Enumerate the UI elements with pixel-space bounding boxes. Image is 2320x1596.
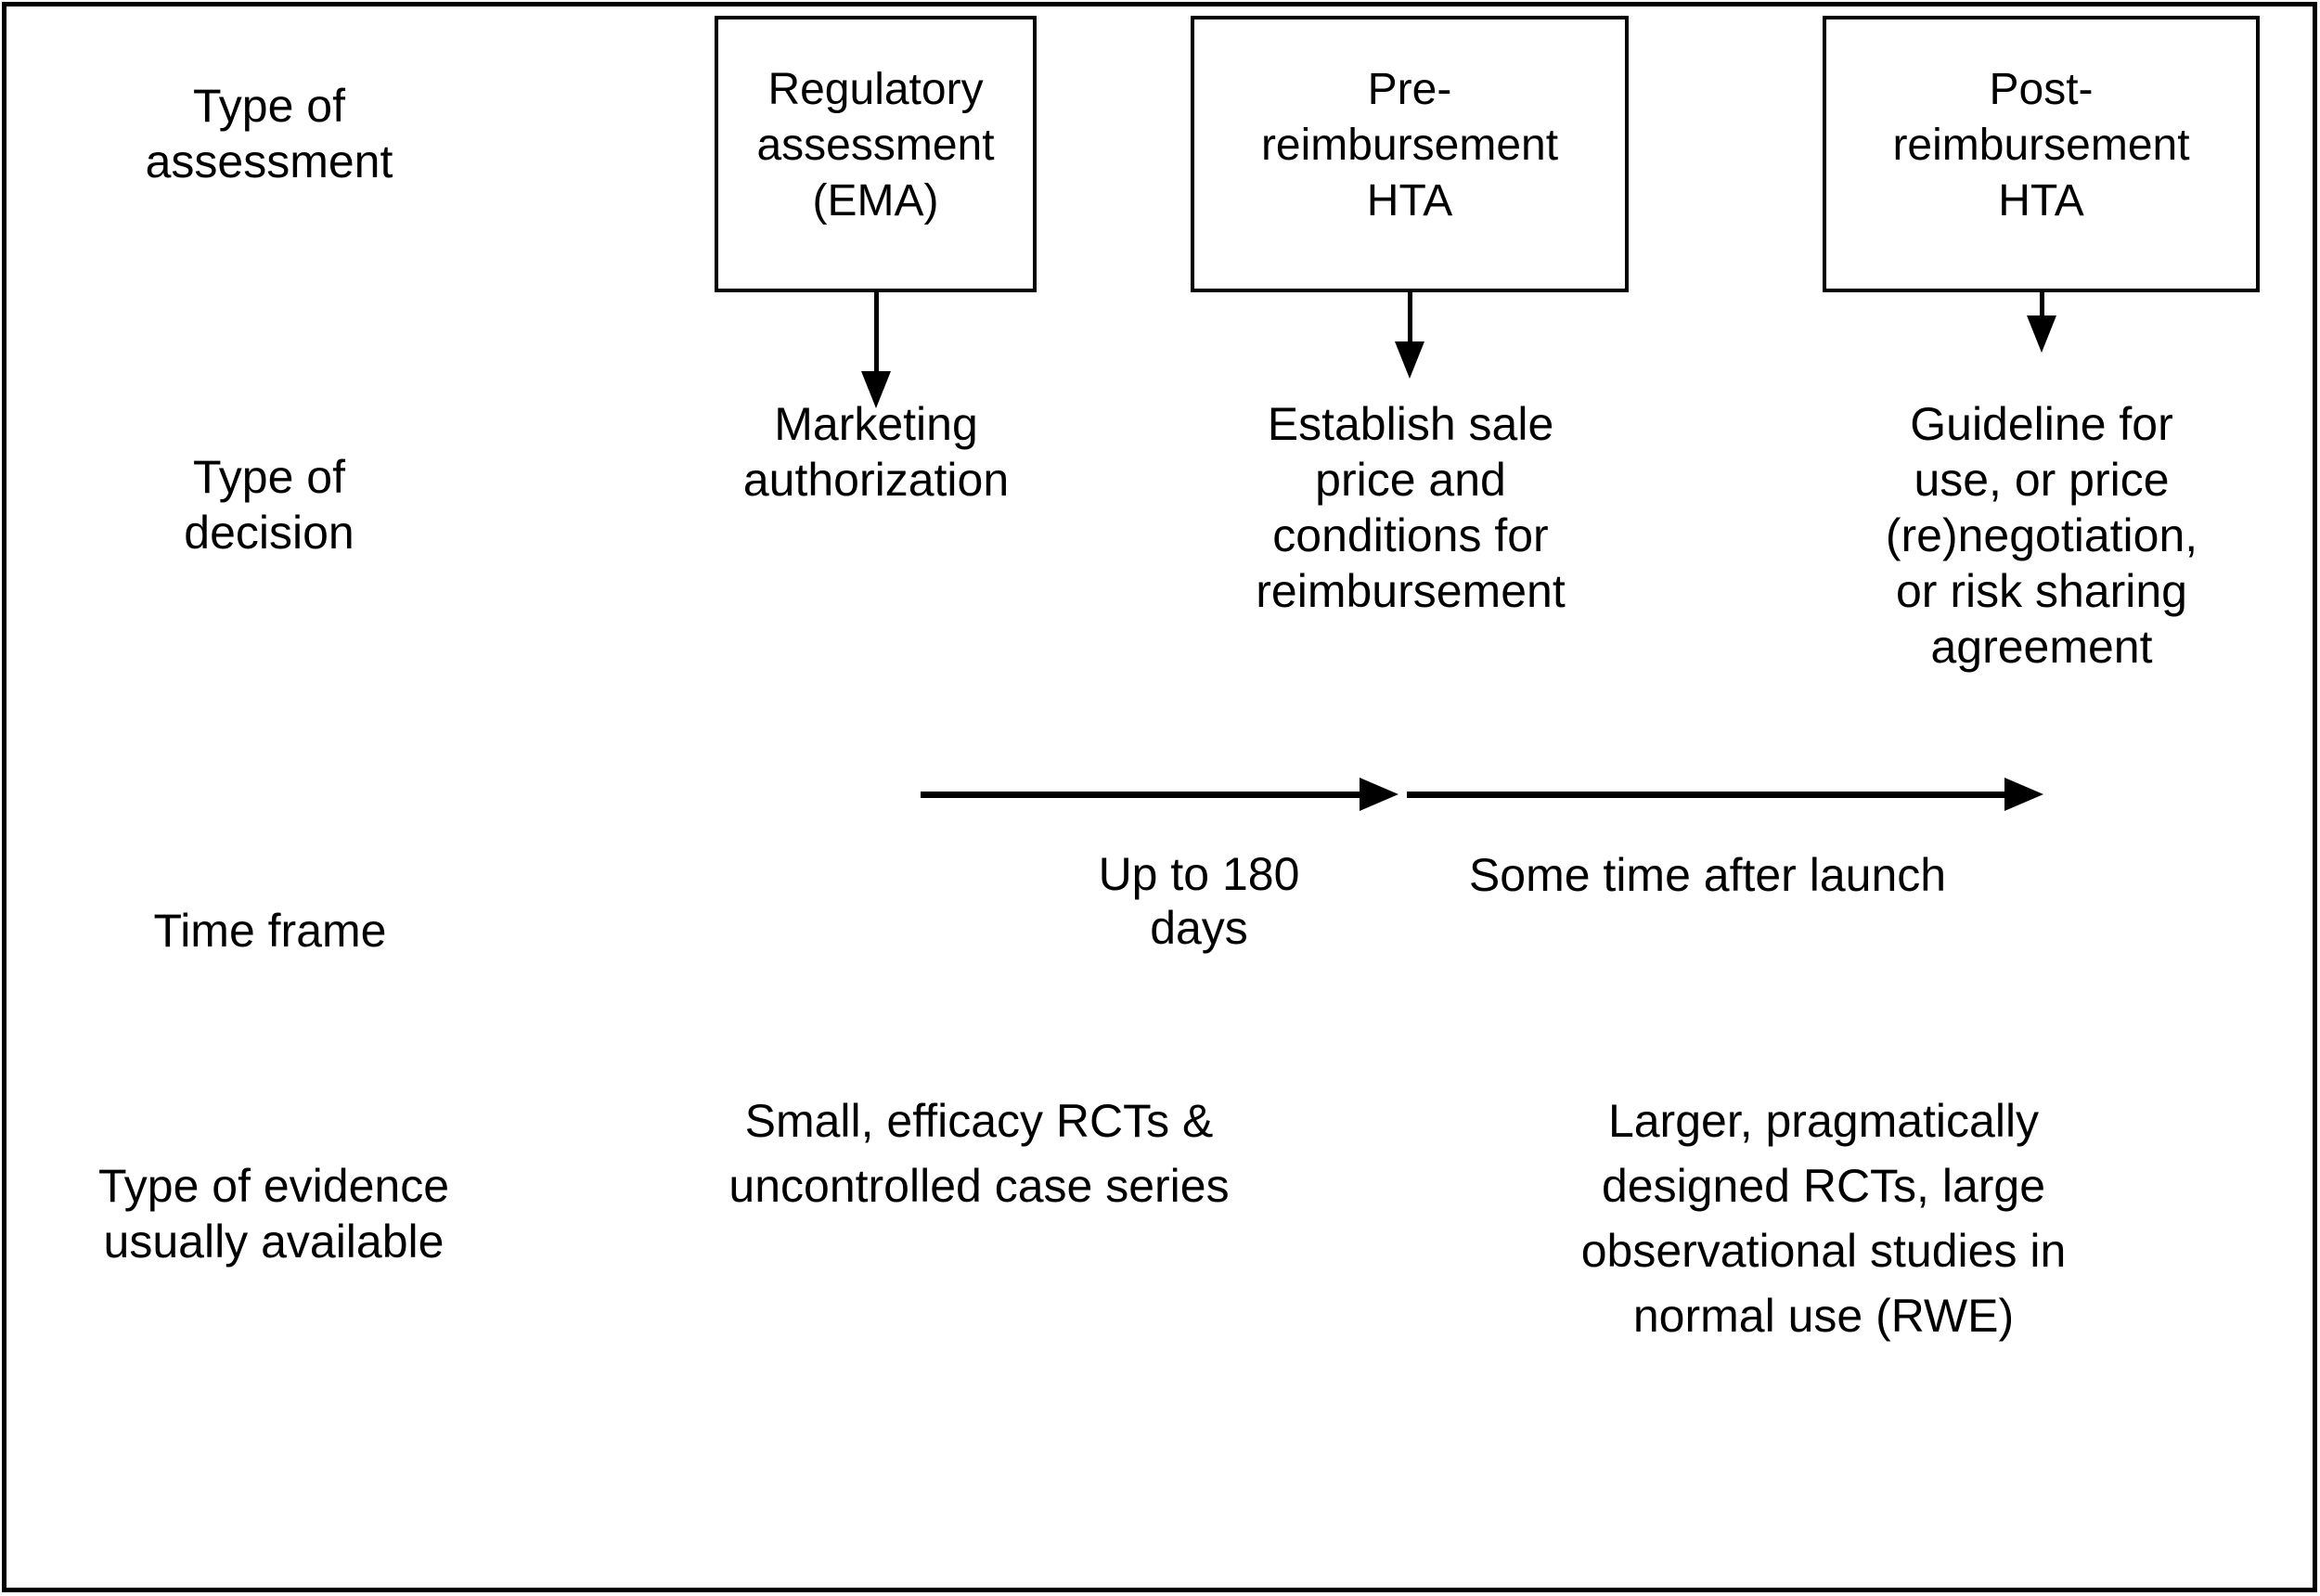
timeline-arrow-head (1360, 778, 1398, 811)
evidence-line: Larger, pragmatically (1607, 1095, 2040, 1147)
evidence-post-launch: Larger, pragmatically designed RCTs, lar… (1522, 1088, 2125, 1348)
decision-line: agreement (1930, 621, 2153, 673)
row-label-line: Type of (193, 451, 345, 503)
box-line: reimbursement (1260, 121, 1559, 170)
row-label-type-of-evidence: Type of evidence usually available (42, 1158, 506, 1269)
decision-line: or risk sharing (1896, 565, 2187, 617)
decision-line: price and (1315, 454, 1506, 506)
decision-line: reimbursement (1256, 565, 1566, 617)
evidence-pre-launch: Small, efficacy RCTs & uncontrolled case… (701, 1088, 1257, 1218)
box-line: Post- (1989, 65, 2094, 114)
row-label-type-of-decision: Type of decision (37, 449, 501, 560)
box-line: (EMA) (812, 176, 939, 225)
row-label-line: usually available (103, 1216, 445, 1268)
decision-line: (re)negotiation, (1885, 509, 2198, 561)
evidence-line: designed RCTs, large (1601, 1160, 2046, 1212)
row-label-line: Time frame (153, 905, 387, 957)
box-pre-reimbursement-hta: Pre- reimbursement HTA (1191, 16, 1629, 292)
decision-line: use, or price (1914, 454, 2170, 506)
timeline-label-up-to-180-days: Up to 180 days (1013, 847, 1385, 955)
decision-line: Marketing (774, 398, 978, 450)
decision-line: Establish sale (1267, 398, 1554, 450)
row-label-type-of-assessment: Type of assessment (37, 78, 501, 189)
timeline-arrow-head (2004, 778, 2043, 811)
down-arrow-stem (2040, 292, 2044, 315)
evidence-line: Small, efficacy RCTs & (744, 1095, 1214, 1147)
down-arrow-head (861, 371, 891, 408)
row-label-line: decision (184, 507, 354, 559)
box-line: HTA (1366, 176, 1453, 225)
row-label-time-frame: Time frame (38, 903, 502, 959)
timeline-label-line: Some time after launch (1468, 849, 1947, 901)
timeline-arrow-stem (1407, 792, 2005, 798)
box-line: Regulatory (767, 65, 984, 114)
evidence-line: uncontrolled case series (728, 1160, 1230, 1212)
evidence-line: observational studies in (1580, 1225, 2067, 1277)
box-line: assessment (756, 121, 995, 170)
box-post-reimbursement-hta: Post- reimbursement HTA (1823, 16, 2260, 292)
row-label-line: Type of (193, 80, 345, 132)
box-regulatory-assessment: Regulatory assessment (EMA) (715, 16, 1037, 292)
timeline-label-line: Up to 180 (1098, 848, 1300, 900)
decision-guideline-for-use: Guideline for use, or price (re)negotiat… (1810, 396, 2274, 675)
evidence-line: normal use (RWE) (1632, 1290, 2015, 1342)
box-line: HTA (1998, 176, 2084, 225)
box-line: reimbursement (1892, 121, 2190, 170)
decision-line: authorization (742, 454, 1010, 506)
row-label-line: Type of evidence (97, 1160, 450, 1212)
decision-line: Guideline for (1910, 398, 2173, 450)
timeline-label-some-time-after-launch: Some time after launch (1429, 847, 1986, 903)
decision-establish-sale-price: Establish sale price and conditions for … (1179, 396, 1643, 619)
timeline-arrow-stem (921, 792, 1360, 798)
row-label-line: assessment (145, 135, 393, 187)
down-arrow-stem (1408, 292, 1412, 341)
decision-marketing-authorization: Marketing authorization (644, 396, 1108, 508)
down-arrow-head (2027, 315, 2056, 353)
down-arrow-head (1395, 341, 1424, 379)
box-line: Pre- (1367, 65, 1452, 114)
timeline-label-line: days (1150, 902, 1248, 954)
down-arrow-stem (874, 292, 879, 371)
decision-line: conditions for (1272, 509, 1549, 561)
